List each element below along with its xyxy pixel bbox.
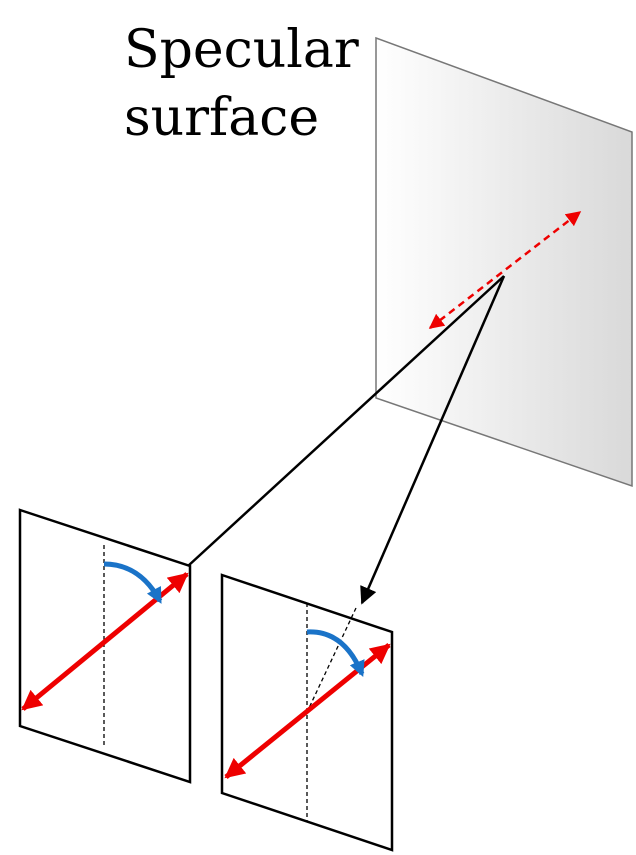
title-line-2: surface [124,88,319,148]
reflected-ray-right [360,275,506,605]
title-line-1: Specular [124,20,359,80]
specular-surface-plane [375,36,633,488]
reflected-ray-left [187,275,505,567]
left-image-plane [18,508,192,784]
surface-polarization-arrow [428,211,582,329]
right-image-plane [220,573,394,852]
right-plane-rotation-arrow [306,629,365,677]
left-plane-frame [18,508,192,784]
left-plane-rotation-arrow [103,561,163,604]
